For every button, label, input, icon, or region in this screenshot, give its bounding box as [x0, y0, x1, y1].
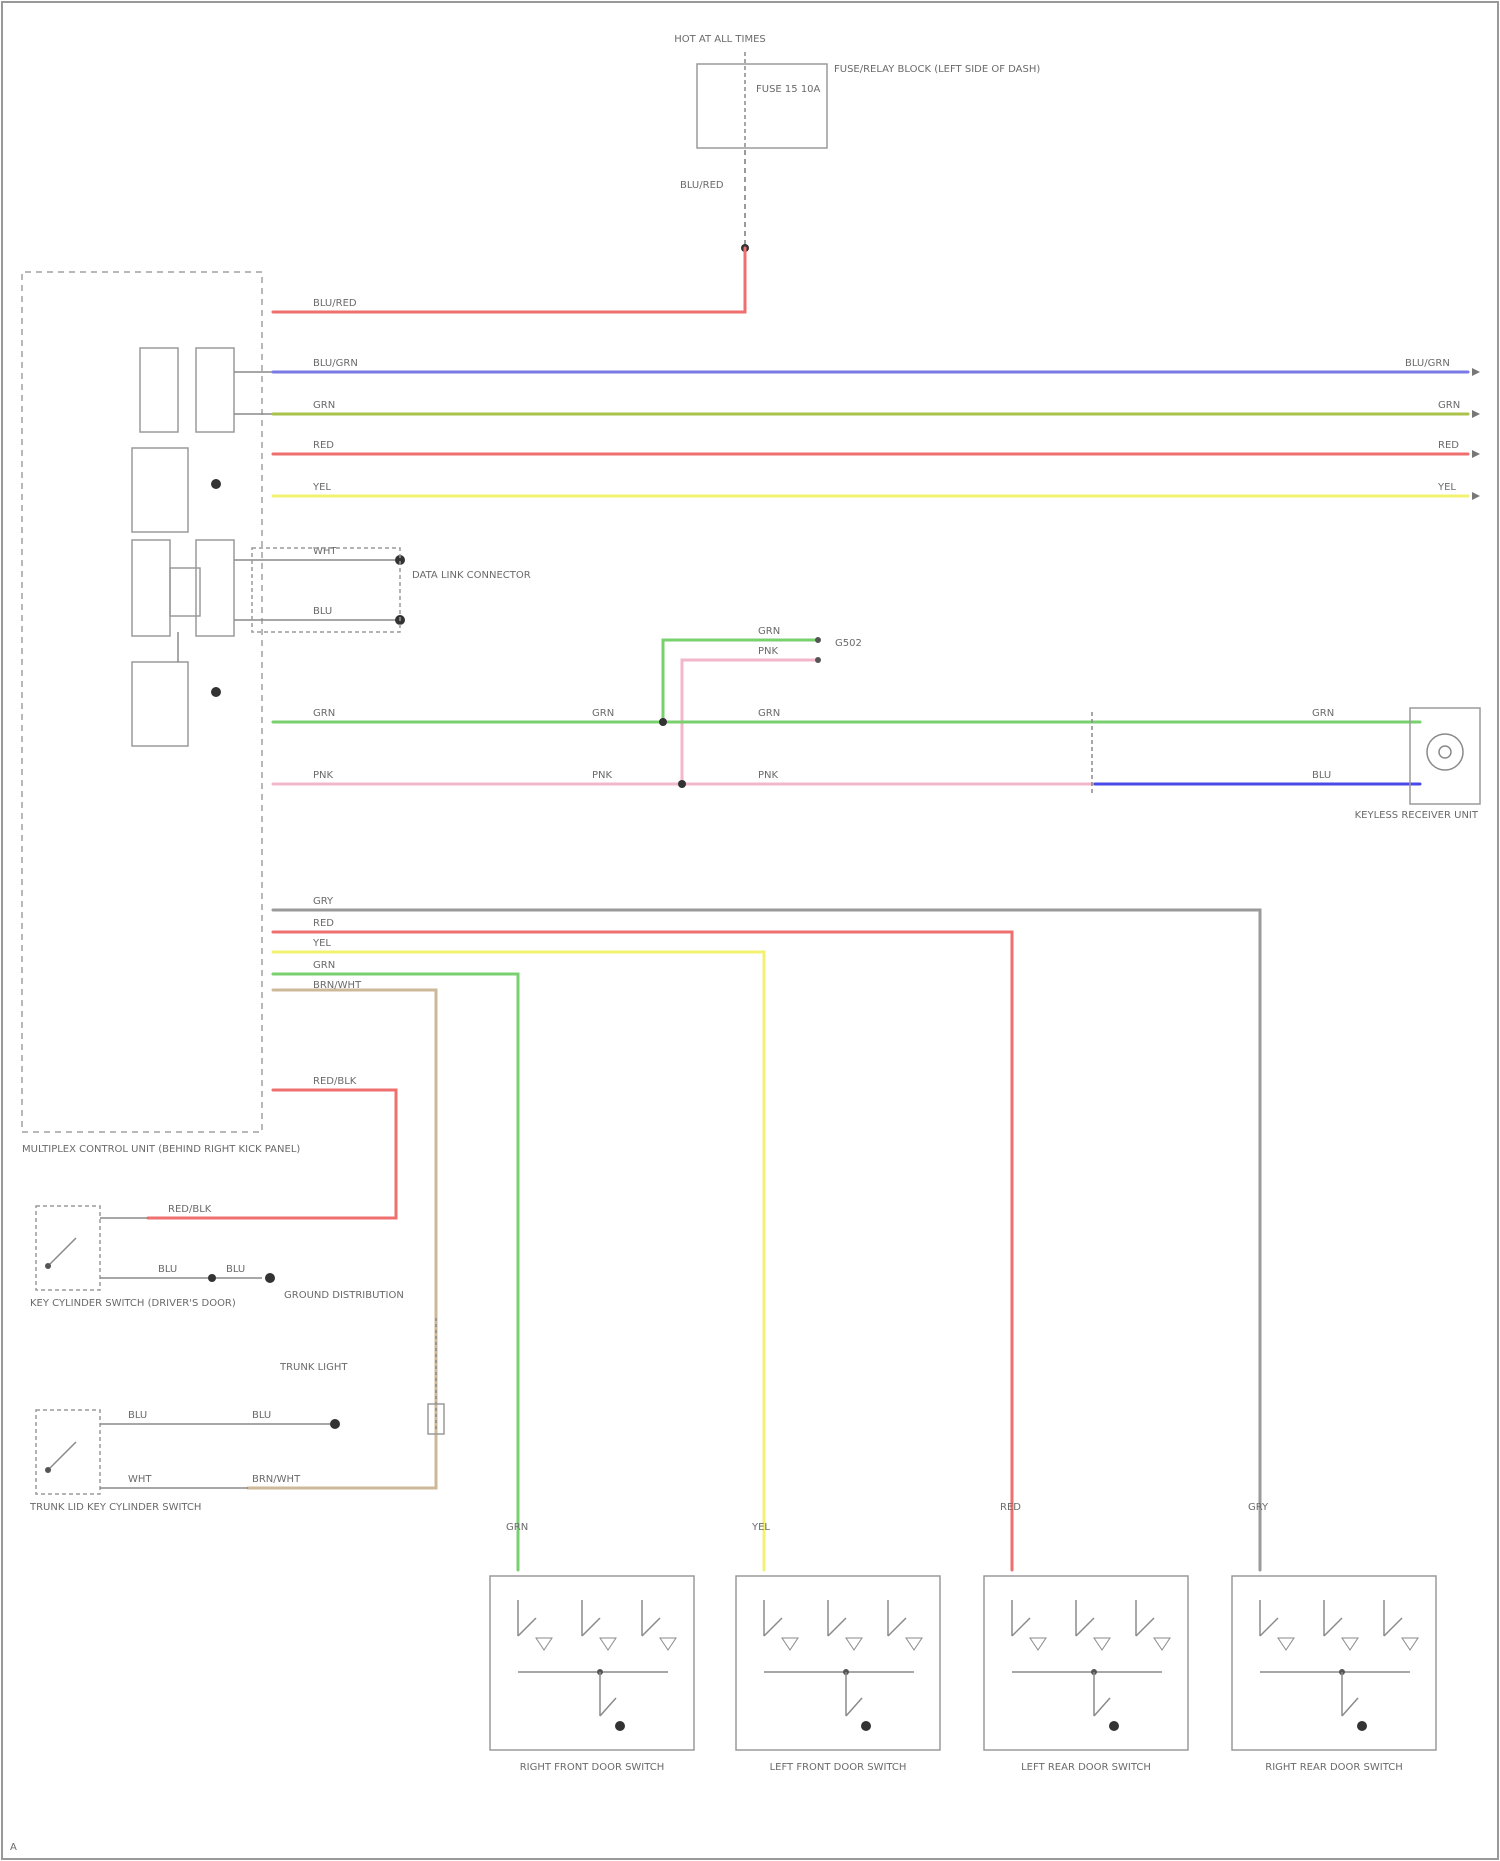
- svg-text:RED: RED: [1000, 1502, 1021, 1513]
- svg-text:GRY: GRY: [313, 896, 334, 907]
- door-switch-2: [736, 1576, 940, 1750]
- svg-text:GRN: GRN: [1312, 708, 1334, 719]
- fuse-box-description: FUSE/RELAY BLOCK (LEFT SIDE OF DASH): [834, 64, 1040, 75]
- key-switch-label: KEY CYLINDER SWITCH (DRIVER'S DOOR): [30, 1298, 236, 1309]
- wire-m: [248, 990, 436, 1488]
- trunk-lid-switch: BLU BLU WHT BRN/WHT TRUNK LID KEY CYLIND…: [29, 1318, 444, 1513]
- svg-text:GRN: GRN: [758, 708, 780, 719]
- ground-dist-label: GROUND DISTRIBUTION: [284, 1290, 404, 1301]
- keyless-receiver: KEYLESS RECEIVER UNIT: [1355, 708, 1480, 821]
- svg-text:YEL: YEL: [312, 938, 331, 949]
- door4-label: RIGHT REAR DOOR SWITCH: [1265, 1762, 1402, 1773]
- svg-text:YEL: YEL: [1437, 482, 1456, 493]
- wire-i: [273, 910, 1260, 1570]
- svg-text:RED/BLK: RED/BLK: [313, 1076, 357, 1087]
- svg-text:PNK: PNK: [313, 770, 334, 781]
- door2-label: LEFT FRONT DOOR SWITCH: [770, 1762, 907, 1773]
- ground-label: G502: [835, 638, 862, 649]
- svg-text:BLU: BLU: [252, 1410, 271, 1421]
- svg-text:WHT: WHT: [128, 1474, 152, 1485]
- svg-text:BLU: BLU: [1312, 770, 1331, 781]
- wire-j: [273, 932, 1012, 1570]
- trunk-light-label: TRUNK LIGHT: [279, 1362, 348, 1373]
- svg-text:RED/BLK: RED/BLK: [168, 1204, 212, 1215]
- svg-text:BLU: BLU: [226, 1264, 245, 1275]
- svg-text:GRN: GRN: [313, 708, 335, 719]
- supply-wire-label-2: BLU/RED: [313, 298, 357, 309]
- svg-text:BRN/WHT: BRN/WHT: [313, 980, 362, 991]
- svg-text:BLU/GRN: BLU/GRN: [1405, 358, 1450, 369]
- fuse-box: HOT AT ALL TIMES FUSE 15 10A FUSE/RELAY …: [674, 34, 1040, 150]
- fuse-box-frame: [697, 64, 827, 148]
- wire-l: [273, 974, 518, 1570]
- svg-text:BLU/GRN: BLU/GRN: [313, 358, 358, 369]
- svg-text:BLU: BLU: [158, 1264, 177, 1275]
- door-switch-4: [1232, 1576, 1436, 1750]
- svg-text:GRY: GRY: [1248, 1502, 1269, 1513]
- wire-g-branch: [663, 640, 818, 722]
- module-label: MULTIPLEX CONTROL UNIT (BEHIND RIGHT KIC…: [22, 1144, 300, 1155]
- svg-text:PNK: PNK: [592, 770, 613, 781]
- svg-text:PNK: PNK: [758, 770, 779, 781]
- key-cylinder-switch: BLU BLU KEY CYLINDER SWITCH (DRIVER'S DO…: [30, 1206, 404, 1309]
- trunk-switch-label: TRUNK LID KEY CYLINDER SWITCH: [29, 1502, 201, 1513]
- svg-text:YEL: YEL: [312, 482, 331, 493]
- fuse-box-title: HOT AT ALL TIMES: [674, 34, 766, 45]
- door1-label: RIGHT FRONT DOOR SWITCH: [520, 1762, 665, 1773]
- door3-label: LEFT REAR DOOR SWITCH: [1021, 1762, 1151, 1773]
- svg-text:BLU: BLU: [313, 606, 332, 617]
- svg-text:RED: RED: [1438, 440, 1459, 451]
- data-link-label: DATA LINK CONNECTOR: [412, 570, 531, 581]
- supply-wire-label: BLU/RED: [680, 180, 724, 191]
- svg-text:YEL: YEL: [751, 1522, 770, 1533]
- svg-text:BRN/WHT: BRN/WHT: [252, 1474, 301, 1485]
- svg-text:GRN: GRN: [758, 626, 780, 637]
- svg-text:RED: RED: [313, 440, 334, 451]
- svg-text:RED: RED: [313, 918, 334, 929]
- door-switch-3: [984, 1576, 1188, 1750]
- door-switch-1: [490, 1576, 694, 1750]
- svg-text:GRN: GRN: [1438, 400, 1460, 411]
- fuse-box-fuse: FUSE 15 10A: [756, 84, 821, 95]
- footer-mark: A: [10, 1842, 17, 1853]
- svg-text:GRN: GRN: [506, 1522, 528, 1533]
- wire-end-arrows: [1472, 368, 1480, 500]
- keyless-label: KEYLESS RECEIVER UNIT: [1355, 810, 1479, 821]
- svg-text:GRN: GRN: [313, 400, 335, 411]
- svg-text:GRN: GRN: [592, 708, 614, 719]
- svg-text:PNK: PNK: [758, 646, 779, 657]
- svg-text:BLU: BLU: [128, 1410, 147, 1421]
- svg-text:GRN: GRN: [313, 960, 335, 971]
- multiplex-control-unit: MULTIPLEX CONTROL UNIT (BEHIND RIGHT KIC…: [22, 272, 300, 1155]
